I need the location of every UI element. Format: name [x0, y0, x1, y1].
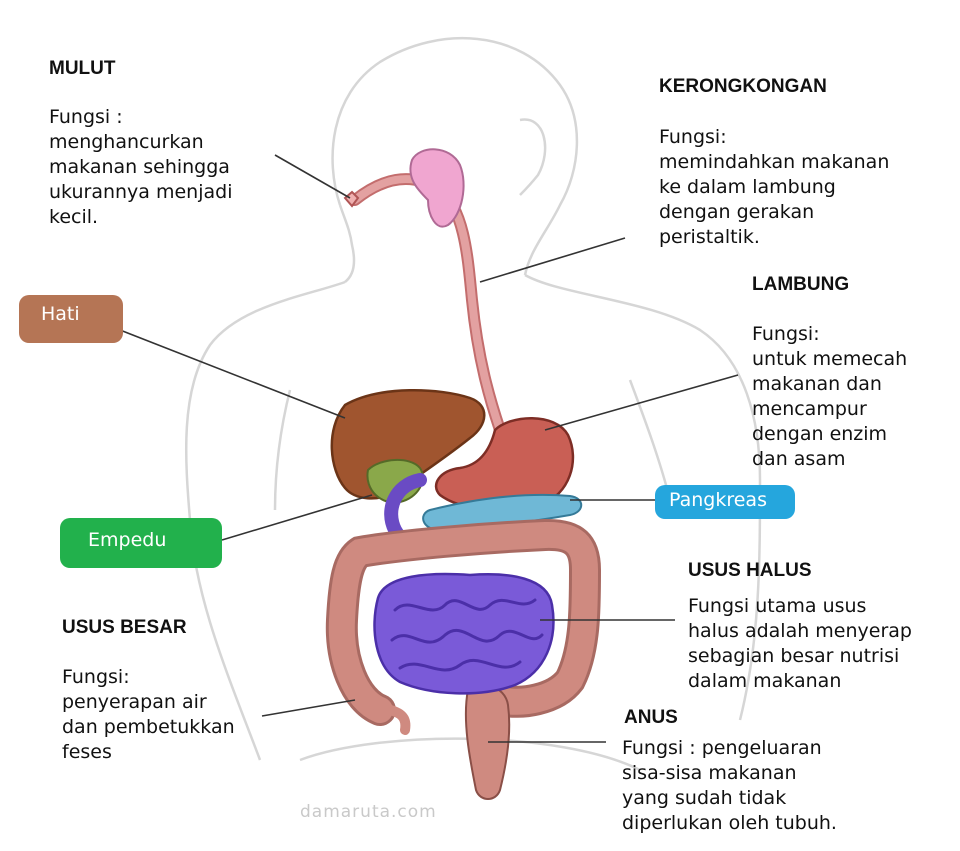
- mulut-line: kecil.: [49, 206, 99, 228]
- usus-besar-title: USUS BESAR: [62, 617, 187, 638]
- mulut-line: menghancurkan: [49, 131, 204, 153]
- hati-leader: [119, 329, 346, 419]
- lambung-description: Fungsi: untuk memecah makanan dan mencam…: [752, 322, 907, 472]
- small-intestine-shape: [373, 572, 555, 695]
- lambung-line: makanan dan: [752, 373, 882, 395]
- hati-badge: Hati: [19, 295, 123, 343]
- mulut-description: Fungsi : menghancurkan makanan sehingga …: [49, 105, 232, 230]
- kerongkongan-leader: [479, 237, 626, 283]
- usus-halus-line: dalam makanan: [688, 670, 842, 692]
- mulut-line: ukurannya menjadi: [49, 181, 233, 203]
- watermark: damaruta.com: [300, 802, 437, 822]
- usus-halus-title: USUS HALUS: [688, 560, 812, 581]
- anus-line: sisa-sisa makanan: [622, 762, 797, 784]
- usus-halus-description: Fungsi utama usus halus adalah menyerap …: [688, 594, 912, 694]
- salivary-gland-shape: [409, 148, 465, 228]
- kerongkongan-line: ke dalam lambung: [659, 176, 836, 198]
- usus-besar-leader: [261, 699, 356, 717]
- usus-besar-line: feses: [62, 741, 112, 763]
- mulut-line: Fungsi :: [49, 106, 123, 128]
- kerongkongan-line: peristaltik.: [659, 226, 760, 248]
- empedu-leader: [221, 494, 373, 541]
- kerongkongan-title: KERONGKONGAN: [659, 76, 827, 97]
- usus-besar-description: Fungsi: penyerapan air dan pembetukkan f…: [62, 665, 235, 765]
- kerongkongan-description: Fungsi: memindahkan makanan ke dalam lam…: [659, 125, 889, 250]
- kerongkongan-line: Fungsi:: [659, 126, 727, 148]
- anus-title: ANUS: [624, 707, 678, 728]
- lambung-line: untuk memecah: [752, 348, 908, 370]
- anus-line: Fungsi : pengeluaran: [622, 737, 822, 759]
- lambung-line: mencampur: [752, 398, 867, 420]
- empedu-badge: Empedu: [60, 518, 222, 568]
- anus-description: Fungsi : pengeluaran sisa-sisa makanan y…: [622, 736, 837, 836]
- usus-besar-line: Fungsi:: [62, 666, 130, 688]
- usus-halus-line: sebagian besar nutrisi: [688, 645, 900, 667]
- mulut-title: MULUT: [49, 58, 116, 79]
- kerongkongan-line: memindahkan makanan: [659, 151, 890, 173]
- lambung-title: LAMBUNG: [752, 274, 850, 295]
- lambung-line: Fungsi:: [752, 323, 820, 345]
- lambung-leader: [544, 374, 739, 431]
- anus-line: diperlukan oleh tubuh.: [622, 812, 837, 834]
- usus-halus-line: Fungsi utama usus: [688, 595, 867, 617]
- lambung-line: dan asam: [752, 448, 846, 470]
- usus-halus-line: halus adalah menyerap: [688, 620, 912, 642]
- usus-besar-line: penyerapan air: [62, 691, 207, 713]
- body-outline: [184, 37, 762, 772]
- lambung-line: dengan enzim: [752, 423, 888, 445]
- pangkreas-badge: Pangkreas: [655, 485, 795, 519]
- mulut-line: makanan sehingga: [49, 156, 230, 178]
- rectum-shape: [464, 684, 511, 800]
- usus-besar-line: dan pembetukkan: [62, 716, 235, 738]
- mulut-leader: [274, 154, 351, 199]
- kerongkongan-line: dengan gerakan: [659, 201, 815, 223]
- mouth-shape: [343, 190, 360, 208]
- anus-line: yang sudah tidak: [622, 787, 787, 809]
- leader-lines: [119, 154, 739, 743]
